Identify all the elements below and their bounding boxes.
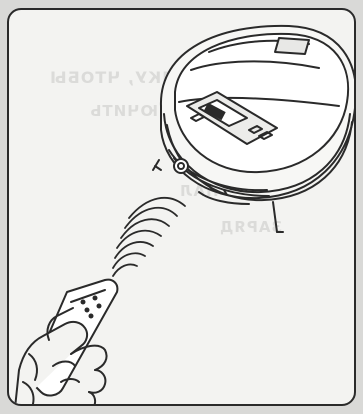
illustration-frame: ЖМИТЕ КНОПКУ, ЧТОБЫ ВКЛЮЧИТЬ СИГНАЛ ЗАРЯ… [7,8,356,406]
signal-waves [113,198,185,276]
line-art [9,10,356,406]
robot-vacuum [153,26,356,232]
